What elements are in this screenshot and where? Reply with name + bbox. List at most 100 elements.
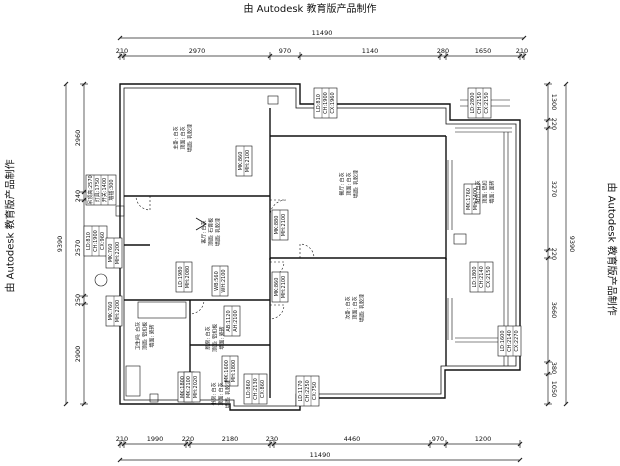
- annotation-tag-line: CX:860: [260, 380, 266, 398]
- annotation-tag-line: MH:2100: [245, 150, 251, 172]
- annotation-tag-line: LD:1800: [472, 266, 478, 287]
- room-label-line: 餐厅: 白灰: [339, 172, 346, 195]
- dim-top-label: 210: [116, 47, 128, 55]
- annotation-tag-line: MK:760: [108, 244, 114, 263]
- watermark-top: 由 Autodesk 教育版产品制作: [243, 4, 377, 15]
- annotation-tag-line: MK:1800: [180, 376, 186, 398]
- annotation-tag-line: MK:2100: [186, 376, 192, 398]
- dim-bottom-label: 1200: [475, 435, 492, 443]
- dim-right-label: 220: [550, 118, 558, 130]
- annotation-tag-line: LD:1170: [298, 380, 304, 401]
- room-label-line: 书房: 白灰: [211, 382, 218, 405]
- dim-left-label: 2960: [74, 130, 82, 147]
- dim-bottom-label: 970: [432, 435, 444, 443]
- room-label-line: 顶面: 铝扣板: [212, 324, 219, 352]
- dim-left-label: 240: [74, 190, 82, 202]
- dim-left-total: 9390: [56, 236, 64, 253]
- dim-top-total: 11490: [312, 29, 333, 37]
- annotation-tag-line: MH:2100: [281, 214, 287, 236]
- room-label-line: 次卧: 白灰: [345, 296, 352, 319]
- annotation-tag-line: MK:860: [274, 278, 280, 297]
- room-label-line: 主卧: 白灰: [173, 126, 180, 149]
- dim-right-label: 1050: [550, 381, 558, 398]
- annotation-tag-line: LD:2800: [470, 92, 476, 113]
- room-label-line: 卫生间: 白灰: [135, 322, 142, 350]
- room-label-line: 墙面: 乳胶漆: [187, 124, 194, 152]
- annotation-tag-line: AH:2100: [233, 310, 239, 332]
- annotation-tag-line: MH:2200: [115, 242, 121, 264]
- dim-right-label: 380: [550, 362, 558, 374]
- room-label: 次卧: 白灰顶面: 白灰墙面: 乳胶漆: [345, 294, 366, 322]
- room-label-line: 墙面: 面砖: [489, 180, 496, 203]
- fixtures: [94, 95, 467, 403]
- annotation-tag-line: CX:1960: [330, 92, 336, 113]
- dim-left-label: 2900: [74, 346, 82, 363]
- annotation-tag-line: CH:2250: [305, 380, 311, 402]
- annotation-tag-line: MH:2020: [193, 376, 199, 398]
- room-label: 餐厅: 白灰顶面: 白灰墙面: 乳胶漆: [339, 170, 360, 198]
- dim-top-label: 2970: [189, 47, 206, 55]
- annotation-tag-line: 吊顶高:2570: [87, 175, 94, 204]
- room-label: 厨房: 白灰顶面: 铝扣板墙面: 瓷砖: [205, 324, 226, 352]
- room-label-line: 顶面: 白灰: [346, 172, 353, 195]
- annotation-tag-line: CH:1900: [93, 230, 99, 252]
- dim-bottom-label: 210: [116, 435, 128, 443]
- dim-left-label: 2570: [74, 240, 82, 257]
- annotation-tag-line: WB:560: [214, 271, 220, 291]
- room-label-line: 墙面: 乳胶漆: [215, 218, 222, 246]
- annotation-tag-line: MH:2200: [115, 300, 121, 322]
- dim-top-label: 280: [437, 47, 449, 55]
- annotation-tag-line: LD:810: [316, 94, 322, 112]
- annotation-tag-line: CH:2140: [507, 330, 513, 352]
- room-label-line: 顶面: 白灰: [352, 296, 359, 319]
- dim-top-label: 1140: [362, 47, 379, 55]
- dim-bottom-total: 11490: [310, 451, 331, 459]
- room-label: 阳台: 白灰顶面: 铝扣墙面: 面砖: [475, 180, 496, 203]
- annotation-tag-line: 灯具:1750: [94, 178, 101, 202]
- room-label: 客厅: 白灰顶面: 石膏板墙面: 乳胶漆: [201, 218, 222, 246]
- annotation-tag-line: MK:880: [274, 216, 280, 235]
- dim-right-label: 3660: [550, 302, 558, 319]
- room-label: 书房: 白灰顶面: 白灰墙面: 乳胶漆: [211, 380, 232, 408]
- dim-top-label: 210: [516, 47, 528, 55]
- dim-right-label: 1300: [550, 94, 558, 111]
- dim-bottom-label: 4460: [344, 435, 361, 443]
- room-label-line: 阳台: 白灰: [475, 180, 482, 203]
- room-label: 主卧: 白灰顶面: 白灰墙面: 乳胶漆: [173, 124, 194, 152]
- room-label-line: 顶面: 石膏板: [208, 218, 215, 246]
- annotation-tag-line: CX:750: [312, 382, 318, 400]
- annotation-tag-line: CH:2140: [479, 266, 485, 288]
- walls: [119, 83, 521, 411]
- annotation-tag-line: MK:860: [238, 152, 244, 171]
- annotation-tag-line: LD:1600: [500, 330, 506, 351]
- annotation-tag-line: CX:2150: [486, 266, 492, 287]
- annotation-tag-line: WH:2100: [221, 269, 227, 292]
- annotation-tag-line: LD:860: [246, 380, 252, 398]
- annotation-tag-line: CX:2150: [484, 92, 490, 113]
- room-label-line: 顶面: 白灰: [218, 382, 225, 405]
- annotation-tag-line: AB:1120: [226, 310, 232, 331]
- room-label-line: 顶面: 铝扣: [482, 180, 489, 203]
- room-label-line: 客厅: 白灰: [201, 220, 208, 243]
- dim-right-label: 220: [550, 248, 558, 260]
- annotation-tag-line: CX:960: [100, 232, 106, 250]
- room-label-line: 墙面: 瓷砖: [149, 324, 156, 347]
